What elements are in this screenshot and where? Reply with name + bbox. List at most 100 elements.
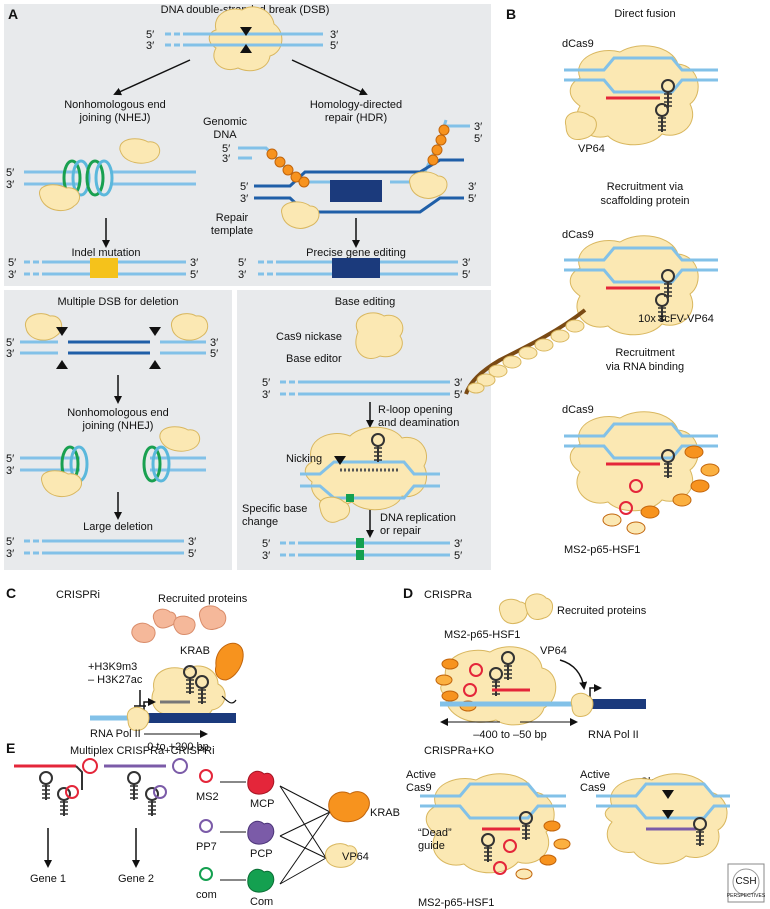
dsb-5prime: 5′ [146,29,154,41]
crispra-recruited: Recruited proteins [557,605,647,617]
indel-3prime: 3′ [8,269,16,281]
precise-5prime-r: 5′ [462,269,470,281]
crispra-range-label: –400 to –50 bp [473,729,546,741]
csh-logo-sub: PERSPECTIVES [727,893,766,899]
nhej2-5prime: 5′ [6,453,14,465]
ko-ms2-label: MS2-p65-HSF1 [418,897,494,909]
com-protein [247,868,275,893]
crispri-polii-label: RNA Pol II [90,728,141,740]
panel-label-d: D [403,585,413,601]
gene2-loop-1 [172,758,188,774]
base-editor-label: Base editor [286,353,342,365]
pcp-protein [247,820,275,845]
cleavage-triangle-bottom [662,810,674,819]
hdr-template-dna [254,158,464,214]
pair-protein-2: PCP [250,848,273,860]
precise-5prime: 5′ [238,257,246,269]
gene2-hairpin-2 [145,787,159,817]
genomic-label-1: Genomic [203,116,248,128]
hdr-5prime-mid: 5′ [240,181,248,193]
arrow-to-nhej [113,59,191,96]
crispra-gene [588,699,646,709]
crispri-range-label: 0 to +200 bp [147,741,208,753]
nhej2-label-1: Nonhomologous end [67,407,169,419]
hdr-3prime-mid: 3′ [240,193,248,205]
scfv-chain [464,308,587,395]
panel-label-c: C [6,585,16,601]
edited-3prime: 3′ [262,550,270,562]
hdr-protein-right [409,171,448,199]
ko-cas9-1 [425,773,555,874]
direct-dna [564,56,718,94]
precise-label: Precise gene editing [306,247,406,259]
pair-rna-1: MS2 [196,791,219,803]
krab-protein [215,642,244,681]
gene2-label: Gene 2 [118,873,154,885]
ko-ms2-loop-2 [493,861,507,875]
e-krab-label: KRAB [370,807,400,819]
crispra-ms2-label: MS2-p65-HSF1 [444,629,520,641]
nhej-protein-right [119,138,161,164]
csh-logo-box [727,863,765,903]
ms2-label-b: MS2-p65-HSF1 [564,544,640,556]
nicking-label: Nicking [286,453,322,465]
rna-binding-dna [564,422,718,460]
gene1-hairpin-2 [57,787,71,817]
csh-logo-text: CSH [735,876,756,887]
edited-5prime: 5′ [262,538,270,550]
hdr-3prime-r2: 3′ [468,181,476,193]
krab-label: KRAB [180,645,210,657]
cas9-nickase-label: Cas9 nickase [276,331,342,343]
hdr-5prime-r2: 5′ [468,193,476,205]
crispri-title: CRISPRi [56,589,100,601]
gene2-loop-2 [153,785,167,799]
hdr-3prime-r: 3′ [474,121,482,133]
com-loop-icon [199,867,213,881]
base-dna [280,380,450,396]
dead-guide-label-2: guide [418,840,445,852]
ko-title: CRISPRa+KO [424,745,494,757]
indel-label: Indel mutation [71,247,140,259]
e-vp64-label: VP64 [342,851,369,863]
e-vp64-protein [324,843,358,868]
specific-label-2: change [242,516,278,528]
nhej2-protein-left [41,470,83,498]
vp64-label: VP64 [578,143,605,155]
gene1-loop-1 [82,758,98,774]
direct-fusion-label: Direct fusion [614,8,675,20]
del-3prime: 3′ [6,348,14,360]
crispra-vp64-arrow [559,659,588,690]
nhej-label-1: Nonhomologous end [64,99,166,111]
edited-3prime-r: 3′ [454,538,462,550]
gene1-hairpin-1 [39,771,53,801]
indel-5prime-r: 5′ [190,269,198,281]
vp64-protein [564,111,597,140]
hdr-insert [330,180,382,202]
crispri-recruited: Recruited proteins [158,593,248,605]
nhej-3prime: 3′ [6,179,14,191]
base-5prime-r: 5′ [454,389,462,401]
resection-beads [266,124,450,188]
nhej-5prime: 5′ [6,167,14,179]
base-rloop-dna [300,460,440,500]
rna-binding-label-1: Recruitment [615,347,674,359]
dcas9-label-1: dCas9 [562,38,594,50]
gene1-loop-2 [65,785,79,799]
multiplex-title: Multiplex CRISPRa+CRISPRi [70,745,215,757]
nhej-dna [24,170,196,186]
panel-label-a: A [8,6,18,22]
nick-triangle [334,456,346,465]
dsb-3prime-r: 3′ [330,29,338,41]
edited-base-top [356,538,364,548]
base-change-mark [346,494,354,502]
crispri-polii [126,706,150,731]
base-title: Base editing [335,296,396,308]
dsb-3prime: 3′ [146,40,154,52]
ko-ms2-loop-1 [503,839,517,853]
hdr-label-1: Homology-directed [310,99,402,111]
dcas9-label-3: dCas9 [562,404,594,416]
deletion-cut-2 [56,360,68,369]
base-3prime: 3′ [262,389,270,401]
deletion-dna [20,340,206,355]
